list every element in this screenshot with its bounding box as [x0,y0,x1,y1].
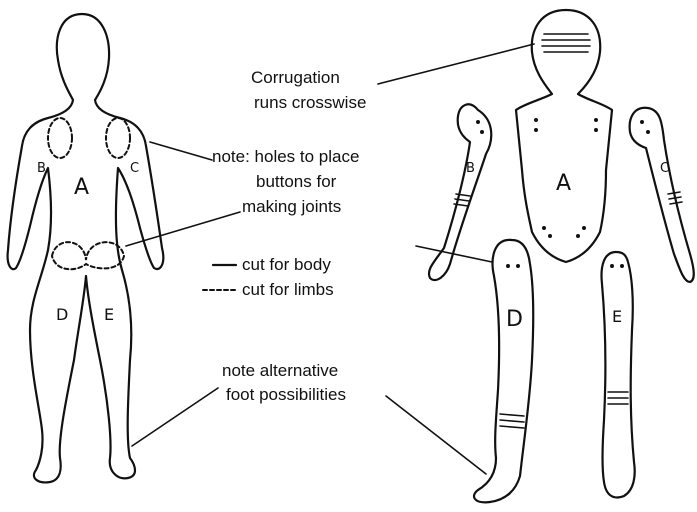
piece-label-e: E [612,307,622,326]
leader-holes-upper [150,142,212,160]
figure-label-b: B [37,161,46,176]
corrugation-note-line1: Corrugation [251,68,340,87]
piece-d-leg: D [474,240,533,502]
holes-note-line1: note: holes to place [212,147,359,166]
assembled-figure-outline [8,14,164,482]
alt-foot-note-line2: foot possibilities [226,385,346,404]
piece-c-arm: C [630,108,694,282]
piece-d-outline [474,240,533,502]
hole [548,234,552,238]
piece-e-outline [602,252,635,497]
joint-guide-hips [52,242,124,269]
corrugation-lines [500,414,524,428]
hole [506,264,510,268]
hole [640,120,644,124]
corrugation-note-line2: runs crosswise [254,93,366,112]
piece-label-c: C [660,161,669,176]
holes-note-line3: making joints [242,197,341,216]
hole [534,118,538,122]
legend-body-label: cut for body [242,255,331,274]
hole [646,130,650,134]
hole [610,264,614,268]
joint-guide-shoulder-left [48,118,72,158]
corrugation-lines [542,34,590,52]
joint-guide-shoulder-right [106,118,130,158]
piece-c-outline [630,108,694,282]
assembled-figure: A B C D E [8,14,164,482]
corrugation-lines [608,392,628,404]
alt-foot-note-line1: note alternative [222,361,338,380]
leader-alt-foot-right [386,396,486,474]
piece-a-outline [516,10,612,262]
figure-label-a: A [74,175,89,200]
figure-label-e: E [104,305,114,324]
holes-note-line2: buttons for [256,172,337,191]
hole [576,234,580,238]
hole [480,130,484,134]
piece-label-a: A [556,171,571,196]
hole [534,128,538,132]
leader-corrugation [378,44,534,84]
hole [476,120,480,124]
corrugation-lines [454,194,470,206]
hole [594,128,598,132]
figure-label-c: C [130,161,139,176]
leader-alt-foot-left [132,388,218,446]
hole [542,226,546,230]
annotations: Corrugation runs crosswise note: holes t… [203,68,366,404]
piece-label-d: D [506,307,523,332]
hole [594,118,598,122]
hole [620,264,624,268]
leader-holes-lower [126,212,240,246]
hole [516,264,520,268]
figure-label-d: D [56,305,68,324]
piece-e-leg: E [602,252,635,497]
piece-label-b: B [466,161,475,176]
legend-limbs-label: cut for limbs [242,280,334,299]
piece-b-arm: B [429,104,491,280]
hole [582,226,586,230]
piece-a-head-body: A [516,10,612,262]
